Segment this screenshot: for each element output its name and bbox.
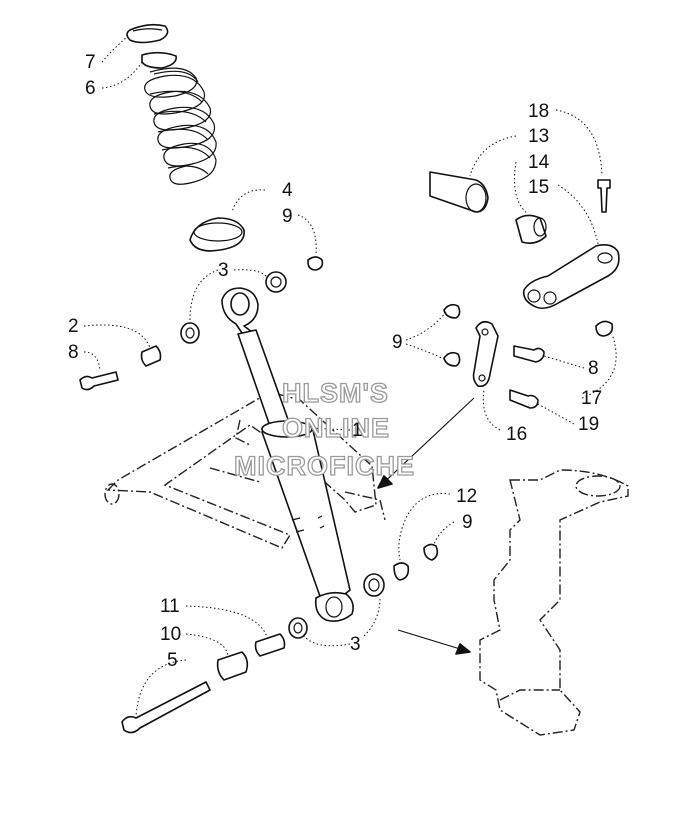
watermark: HLSM'S ONLINE MICROFICHE — [233, 377, 415, 481]
watermark-line-2: ONLINE — [282, 413, 390, 443]
callout-9: 9 — [462, 512, 473, 533]
leader-lines — [83, 35, 617, 717]
callout-8: 8 — [588, 358, 599, 379]
callout-10: 10 — [160, 624, 181, 645]
callout-1: 1 — [352, 420, 363, 441]
upper-bushings — [79, 256, 324, 391]
callout-13: 13 — [528, 126, 549, 147]
shock-absorber — [221, 287, 354, 622]
callout-5: 5 — [167, 650, 178, 671]
spindle — [479, 469, 629, 736]
callout-12: 12 — [456, 486, 477, 507]
callout-6: 6 — [85, 78, 96, 99]
callout-18: 18 — [528, 101, 549, 122]
arrows — [377, 397, 475, 655]
callout-4: 4 — [282, 180, 293, 201]
callout-3: 3 — [218, 260, 229, 281]
callout-8: 8 — [68, 342, 79, 363]
a-arm — [104, 391, 386, 549]
linkage-parts — [429, 171, 620, 409]
callout-7: 7 — [85, 52, 96, 73]
callout-9: 9 — [392, 332, 403, 353]
callout-9: 9 — [282, 206, 293, 227]
coil-spring — [126, 23, 217, 185]
callout-11: 11 — [160, 596, 180, 617]
callout-15: 15 — [528, 177, 549, 198]
callout-2: 2 — [68, 316, 79, 337]
callout-17: 17 — [581, 388, 602, 409]
callouts: 7 6 4 9 3 2 8 18 13 14 15 9 8 17 19 16 1… — [68, 52, 602, 671]
watermark-line-1: HLSM'S — [282, 378, 389, 408]
callout-19: 19 — [578, 414, 599, 435]
lower-bushings — [121, 543, 439, 734]
callout-16: 16 — [506, 424, 527, 445]
spring-seat — [189, 217, 245, 252]
callout-3: 3 — [350, 634, 361, 655]
callout-14: 14 — [528, 152, 550, 173]
watermark-line-3: MICROFICHE — [234, 451, 415, 481]
